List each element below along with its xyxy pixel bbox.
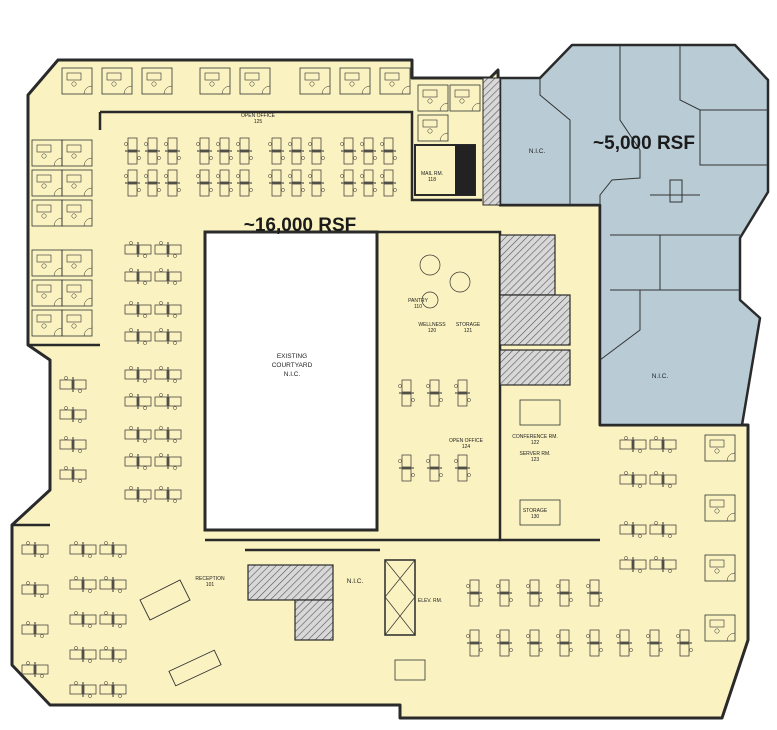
courtyard-label-1: EXISTING (277, 353, 307, 360)
room-storage-mid: STORAGE (456, 322, 481, 328)
main-area-label: ~16,000 RSF (244, 215, 357, 236)
nic-expansion-area (498, 43, 770, 427)
shafts (247, 77, 571, 641)
nic-label-right: N.I.C. (652, 373, 669, 380)
room-reception: RECEPTION (195, 576, 225, 582)
expansion-area-label: ~5,000 RSF (593, 133, 695, 154)
courtyard-label-3: N.I.C. (284, 371, 301, 378)
courtyard-label-2: COURTYARD (272, 362, 313, 369)
nic-label-top: N.I.C. (529, 148, 546, 155)
room-open-office-top: OPEN OFFICE (241, 113, 276, 119)
workstations-mid (397, 254, 561, 526)
room-elev: ELEV. RM. (418, 598, 442, 604)
room-reception-no: 101 (206, 582, 215, 588)
room-pantry: PANTRY (408, 298, 428, 304)
room-open-office-top-no: 125 (254, 119, 263, 125)
room-wellness: WELLNESS (418, 322, 446, 328)
room-conference-no: 122 (531, 440, 540, 446)
room-wellness-no: 120 (428, 328, 437, 334)
room-server: SERVER RM. (519, 451, 550, 457)
room-storage-low-no: 130 (531, 514, 540, 520)
room-mail-no: 118 (428, 177, 436, 183)
workstations-bottom-left (21, 540, 222, 699)
room-open-office-mid-no: 124 (462, 444, 471, 450)
room-conference: CONFERENCE RM. (512, 434, 558, 440)
room-pantry-no: 110 (414, 304, 422, 310)
existing-courtyard: EXISTING COURTYARD N.I.C. (203, 230, 379, 532)
nic-label-bottom: N.I.C. (347, 578, 364, 585)
room-storage-low: STORAGE (523, 508, 548, 514)
room-mail: MAIL RM. (421, 171, 443, 177)
room-open-office-mid: OPEN OFFICE (449, 438, 484, 444)
room-storage-mid-no: 121 (464, 328, 473, 334)
room-labels: OPEN OFFICE 125 MAIL RM. 118 PANTRY 110 … (195, 113, 557, 604)
main-floor (10, 58, 750, 720)
workstations-bottom-right (394, 434, 736, 681)
core-walls (12, 110, 600, 552)
room-server-no: 123 (531, 457, 540, 463)
